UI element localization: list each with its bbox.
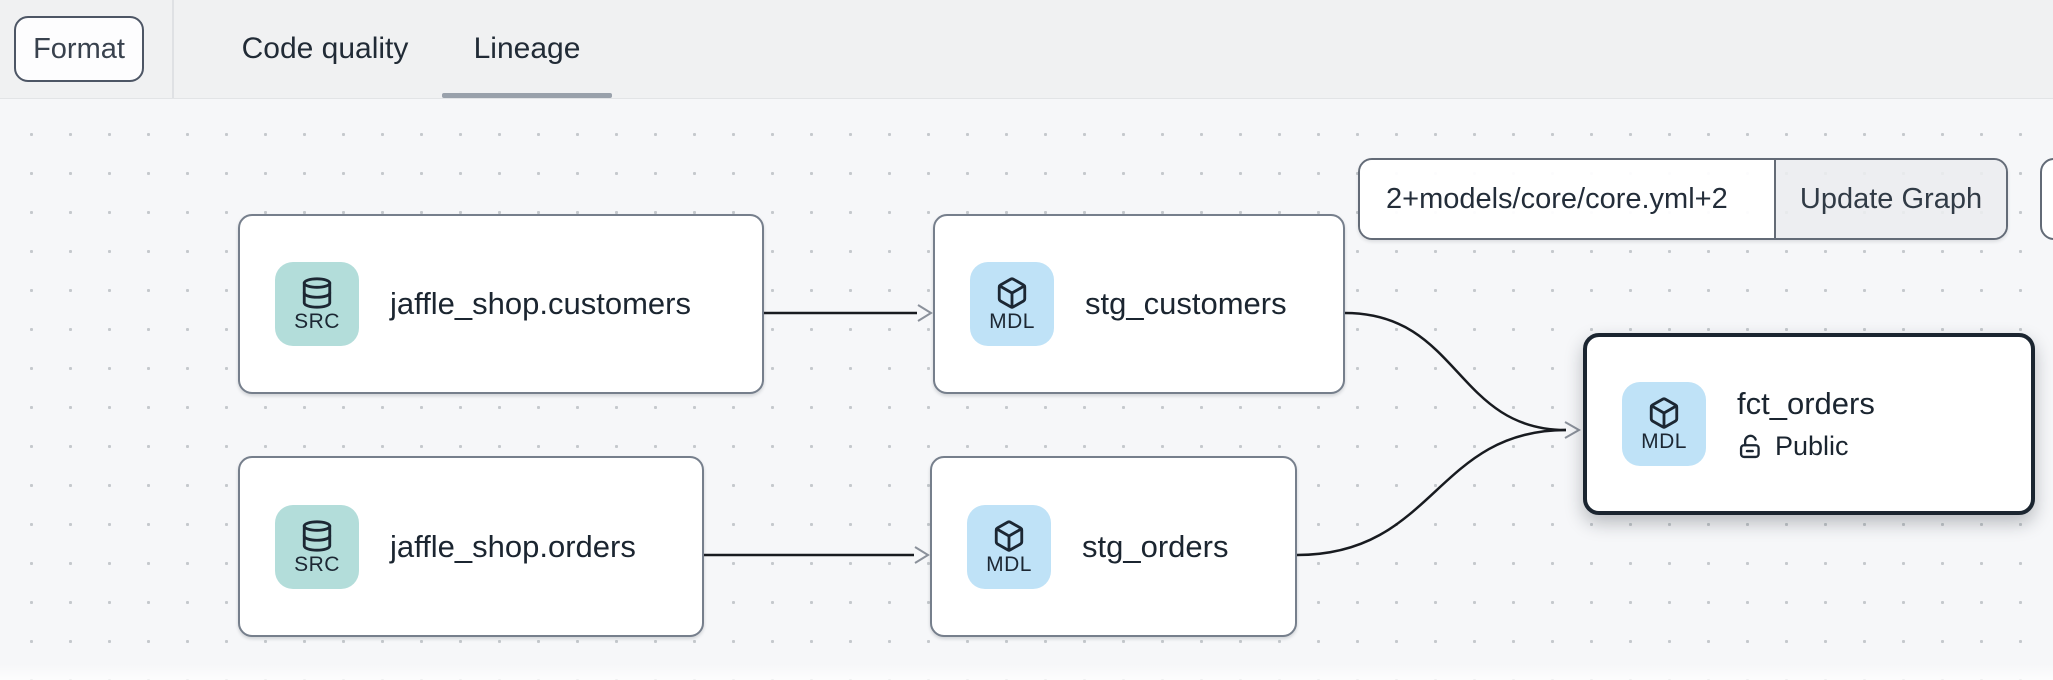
tab-code-quality[interactable]: Code quality (208, 0, 442, 98)
node-jaffle-shop-customers[interactable]: SRC jaffle_shop.customers (238, 214, 764, 394)
node-text: fct_orders Public (1737, 386, 1875, 462)
cube-icon (1649, 397, 1679, 429)
model-type-badge: MDL (967, 504, 1051, 589)
tab-lineage-label: Lineage (473, 32, 581, 65)
model-type-badge: MDL (1622, 382, 1706, 466)
source-type-badge: SRC (275, 262, 359, 346)
node-jaffle-shop-orders[interactable]: SRC jaffle_shop.orders (238, 456, 704, 637)
badge-label: SRC (294, 310, 340, 333)
badge-label: MDL (986, 552, 1032, 576)
graph-controls: Update Graph (1358, 158, 2008, 240)
toolbar: Format Code quality Lineage (0, 0, 2053, 99)
model-type-badge: MDL (970, 262, 1054, 346)
arrowhead-icon (917, 304, 933, 322)
model-selector-input[interactable] (1360, 160, 1774, 238)
node-label: jaffle_shop.customers (390, 286, 691, 321)
unlock-icon (1739, 434, 1760, 458)
cube-icon (994, 519, 1024, 552)
node-access: Public (1737, 431, 1875, 462)
arrowhead-icon (1564, 421, 1582, 439)
cube-icon (997, 277, 1027, 309)
source-type-badge: SRC (275, 504, 359, 589)
lineage-edges (704, 304, 1582, 564)
access-label: Public (1775, 431, 1849, 461)
node-label: stg_orders (1082, 528, 1229, 564)
format-button[interactable]: Format (14, 16, 144, 82)
badge-label: SRC (294, 552, 340, 576)
node-fct-orders[interactable]: MDL fct_orders Public (1583, 333, 2035, 515)
badge-label: MDL (1641, 430, 1687, 453)
database-icon (302, 519, 332, 552)
toolbar-divider (172, 0, 174, 98)
node-stg-customers[interactable]: MDL stg_customers (933, 214, 1345, 394)
badge-label: MDL (989, 310, 1035, 333)
tab-lineage[interactable]: Lineage (442, 0, 612, 98)
lineage-canvas[interactable]: SRC jaffle_shop.customers MDL stg_custom… (0, 98, 2053, 680)
database-icon (302, 277, 332, 309)
edge-stg-customers-to-fct (1344, 311, 1567, 432)
node-label: fct_orders (1737, 386, 1875, 421)
node-label: stg_customers (1085, 286, 1287, 321)
node-label: jaffle_shop.orders (390, 528, 636, 564)
tab-code-quality-label: Code quality (241, 32, 409, 65)
edge-stg-orders-to-fct (1296, 428, 1567, 557)
active-tab-underline (442, 93, 612, 98)
arrowhead-icon (914, 546, 930, 564)
node-stg-orders[interactable]: MDL stg_orders (930, 456, 1297, 637)
update-graph-button[interactable]: Update Graph (1774, 160, 2006, 238)
clipped-control[interactable] (2040, 158, 2053, 240)
